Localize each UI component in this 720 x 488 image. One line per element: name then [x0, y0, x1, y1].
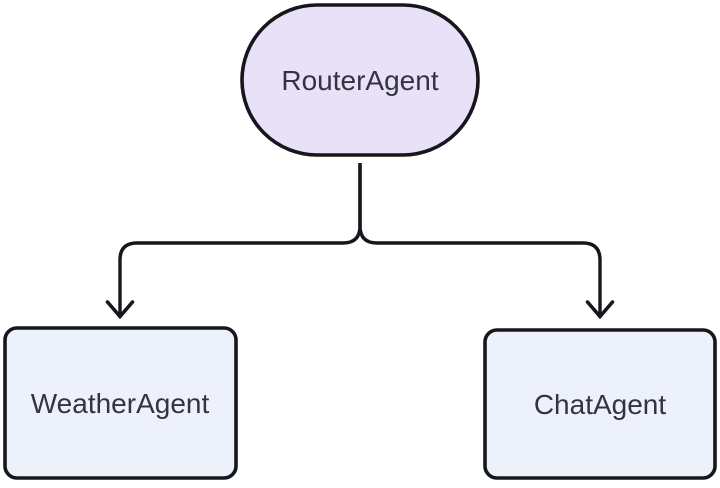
node-weatheragent-label: WeatherAgent [31, 388, 210, 419]
node-chatagent-label: ChatAgent [534, 389, 667, 420]
node-routeragent-label: RouterAgent [281, 65, 438, 96]
arrowhead-down-chatagent-icon [585, 300, 615, 320]
arrowhead-down-weatheragent-icon [105, 300, 135, 320]
node-chatagent [483, 328, 717, 480]
node-weatheragent [3, 326, 238, 480]
node-routeragent [240, 3, 480, 157]
edge-router-to-chatagent [358, 163, 602, 316]
edge-router-to-weatheragent [118, 163, 362, 316]
